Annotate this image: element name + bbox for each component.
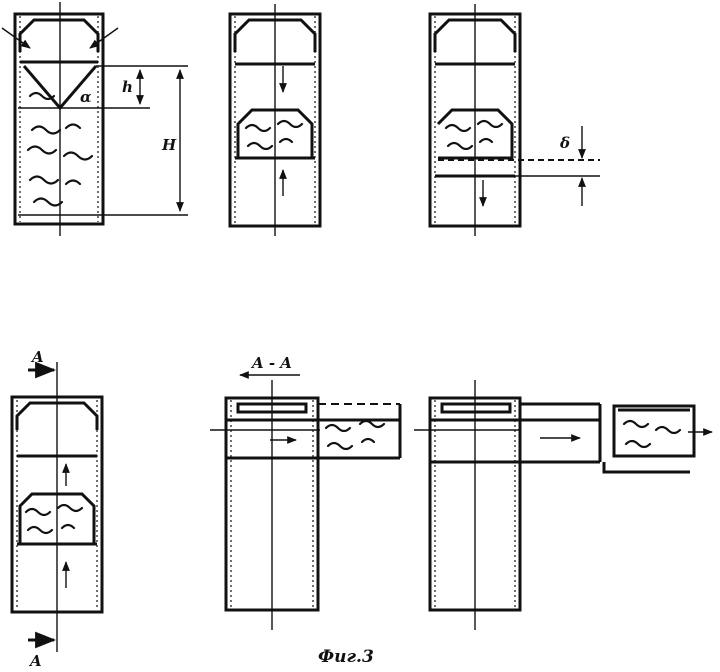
panel-4-container — [12, 362, 102, 652]
panel-5-container — [210, 375, 400, 630]
label-delta: δ — [559, 134, 570, 152]
panel-3-container — [430, 4, 600, 236]
figure-caption: Фиг.3 — [318, 647, 374, 667]
panel-2-container — [230, 4, 320, 236]
liquid-waves-4 — [26, 505, 82, 533]
label-h: h — [122, 78, 133, 96]
label-section-a-bottom: A — [28, 652, 42, 670]
panel-1-container — [2, 2, 188, 236]
liquid-waves-5 — [326, 421, 384, 449]
label-H: H — [161, 136, 177, 154]
panel-6-container — [414, 380, 712, 630]
liquid-waves-2 — [246, 121, 302, 149]
label-section-aa: A - A — [250, 354, 292, 372]
liquid-waves-6 — [624, 421, 680, 447]
label-section-a-top: A — [30, 348, 44, 366]
liquid-waves-3 — [446, 121, 502, 149]
label-alpha: α — [80, 88, 92, 106]
